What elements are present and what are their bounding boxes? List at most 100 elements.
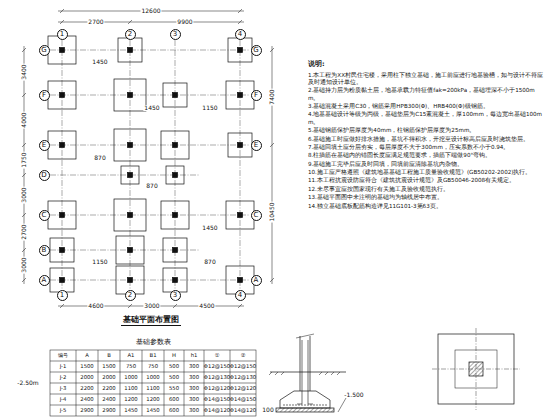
footing-dimension: 1450 bbox=[201, 225, 218, 231]
table-cell: 2200 bbox=[80, 386, 93, 391]
table-cell: Φ12@120 bbox=[204, 386, 230, 391]
axis-bubble: 4 bbox=[235, 29, 246, 40]
column-section bbox=[128, 173, 133, 178]
axis-bubble: D bbox=[39, 170, 50, 181]
table-cell: 2900 bbox=[102, 408, 115, 413]
note-item: 7.基础回填土应分层夯实，每层厚度不大于300mm，压实系数不小于0.94。 bbox=[308, 144, 544, 151]
table-cell: J-3 bbox=[60, 386, 67, 391]
elevation-text: -1.500 bbox=[343, 392, 364, 398]
axis-bubble: F bbox=[39, 90, 50, 101]
dimension-text: 3400 bbox=[21, 63, 27, 80]
table-cell: 1100 bbox=[146, 386, 159, 391]
column-section bbox=[238, 93, 243, 98]
footing-outline bbox=[163, 83, 187, 107]
footing-dimension: 1150 bbox=[201, 105, 218, 111]
axis-label: F bbox=[254, 92, 258, 99]
table-cell: 300 bbox=[189, 364, 199, 369]
footing-outline bbox=[118, 38, 142, 62]
axis-bubble: G bbox=[39, 45, 50, 56]
footing-outline bbox=[228, 133, 252, 157]
footing-outline bbox=[114, 79, 146, 111]
table-cell: Φ14@120 bbox=[230, 408, 256, 413]
axis-bubble: A bbox=[251, 275, 262, 286]
axis-label: A bbox=[254, 277, 259, 284]
table-cell: 600 bbox=[169, 408, 179, 413]
dimension-text: 9900 bbox=[176, 19, 193, 25]
table-title: 基础参数表 bbox=[135, 339, 172, 346]
table-cell: 550 bbox=[169, 386, 179, 391]
footing-outline bbox=[48, 81, 76, 109]
axis-bubble: C bbox=[251, 210, 262, 221]
footing-outline bbox=[161, 131, 189, 159]
axis-label: D bbox=[41, 172, 46, 179]
table-cell: 600 bbox=[169, 397, 179, 402]
table-cell: A1 bbox=[128, 353, 135, 358]
dimension-text: 100 bbox=[261, 407, 274, 413]
axis-bubble: F bbox=[251, 90, 262, 101]
axis-label: C bbox=[42, 212, 47, 219]
table-cell: B bbox=[107, 353, 111, 358]
column-section bbox=[238, 213, 243, 218]
table-cell: 2000 bbox=[102, 375, 115, 380]
dimension-text: 7400 bbox=[269, 88, 275, 105]
table-cell: 300 bbox=[189, 386, 199, 391]
table-cell: Φ14@150 bbox=[204, 397, 230, 402]
footing-outline bbox=[114, 129, 146, 161]
footing-outline bbox=[163, 238, 187, 262]
column-section bbox=[128, 143, 133, 148]
table-cell: H bbox=[172, 353, 176, 358]
footing-dimension: 870 bbox=[145, 183, 158, 189]
axis-label: 2 bbox=[128, 31, 132, 38]
dimension-text: 12600 bbox=[140, 8, 161, 14]
footing-outline bbox=[48, 36, 76, 64]
axis-label: B bbox=[42, 247, 47, 254]
axis-bubble: B bbox=[39, 245, 50, 256]
axis-label: C bbox=[254, 212, 259, 219]
dimension-text: 1750 bbox=[21, 151, 27, 168]
axis-label: G bbox=[41, 47, 46, 54]
axis-bubble: A bbox=[39, 275, 50, 286]
column-section bbox=[238, 278, 243, 283]
column-section bbox=[173, 173, 178, 178]
axis-bubble: 2 bbox=[125, 29, 136, 40]
dimension-text: 3000 bbox=[21, 186, 27, 203]
note-item: 5.基础钢筋保护层厚度为40mm，柱钢筋保护层厚度为25mm。 bbox=[308, 127, 544, 134]
axis-bubble: E bbox=[251, 140, 262, 151]
axis-bubble: 1 bbox=[57, 290, 68, 301]
notes-heading: 说明: bbox=[308, 60, 544, 69]
table-cell: Φ14@150 bbox=[230, 397, 256, 402]
table-cell: 1000 bbox=[124, 375, 137, 380]
footing-outline bbox=[48, 201, 76, 229]
table-cell: 1000 bbox=[146, 375, 159, 380]
drawing-title: 基础平面布置图 bbox=[121, 316, 181, 326]
footing-outline bbox=[226, 201, 254, 229]
note-item: 3.基础混凝土采用C30，钢筋采用HPB300(Φ)、HRB400(Φ)级钢筋。 bbox=[308, 103, 544, 110]
dimension-text: 2700 bbox=[87, 19, 104, 25]
column-section bbox=[128, 48, 133, 53]
table-cell: Φ12@150 bbox=[204, 364, 230, 369]
column-section bbox=[238, 48, 243, 53]
column-section bbox=[128, 278, 133, 283]
table-cell: J-4 bbox=[60, 397, 67, 402]
table-cell: Φ14@120 bbox=[204, 408, 230, 413]
column-section bbox=[128, 248, 133, 253]
footing-outline bbox=[161, 201, 189, 229]
column-section bbox=[60, 48, 65, 53]
elevation-text: -2.50m bbox=[16, 380, 39, 386]
table-cell: Φ12@130 bbox=[230, 375, 256, 380]
table-cell: B1 bbox=[149, 353, 156, 358]
table-cell: J-2 bbox=[60, 375, 67, 380]
axis-bubble: 3 bbox=[170, 29, 181, 40]
axis-label: E bbox=[42, 142, 46, 149]
table-cell: 1500 bbox=[102, 364, 115, 369]
footing-dimension: 1450 bbox=[91, 59, 108, 65]
table-cell: 1450 bbox=[146, 408, 159, 413]
axis-bubble: 3 bbox=[170, 290, 181, 301]
table-cell: J-1 bbox=[60, 364, 67, 369]
column-section bbox=[173, 248, 178, 253]
table-cell: 2900 bbox=[80, 408, 93, 413]
axis-label: A bbox=[42, 277, 47, 284]
axis-label: 1 bbox=[60, 292, 64, 299]
note-item: 13.基础平面图中未注明的基础均为轴线居中布置。 bbox=[308, 194, 544, 201]
footing-outline bbox=[166, 166, 184, 184]
